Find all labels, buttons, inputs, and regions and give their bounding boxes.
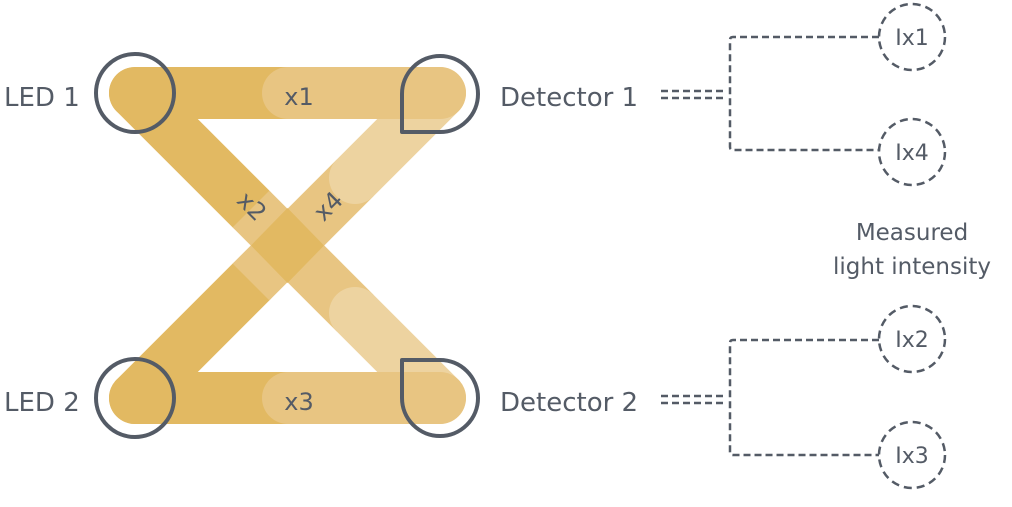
svg-text:Ix4: Ix4	[895, 141, 929, 166]
label-x1: x1	[284, 83, 313, 111]
led-1-label: LED 1	[4, 83, 80, 113]
measured-label-line2: light intensity	[833, 254, 991, 280]
measurement-ix4: Ix4	[877, 117, 947, 187]
led-2-label: LED 2	[4, 388, 80, 418]
svg-text:Ix1: Ix1	[895, 26, 929, 51]
connector-detector-2	[661, 338, 879, 457]
measured-label-line1: Measured	[856, 220, 968, 246]
connector-detector-1	[661, 35, 879, 152]
label-x3: x3	[284, 388, 313, 416]
svg-text:Ix3: Ix3	[895, 444, 929, 469]
crossing-region	[251, 208, 324, 283]
detector-2-label: Detector 2	[500, 388, 638, 418]
detector-2-icon	[400, 358, 480, 438]
svg-text:Ix2: Ix2	[895, 328, 929, 353]
measurement-ix3: Ix3	[877, 420, 947, 490]
detector-1-icon	[400, 54, 480, 134]
led-2-icon	[94, 357, 176, 439]
measurement-ix1: Ix1	[877, 2, 947, 72]
measurement-ix2: Ix2	[877, 304, 947, 374]
detector-1-label: Detector 1	[500, 83, 638, 113]
led-1-icon	[94, 52, 176, 134]
